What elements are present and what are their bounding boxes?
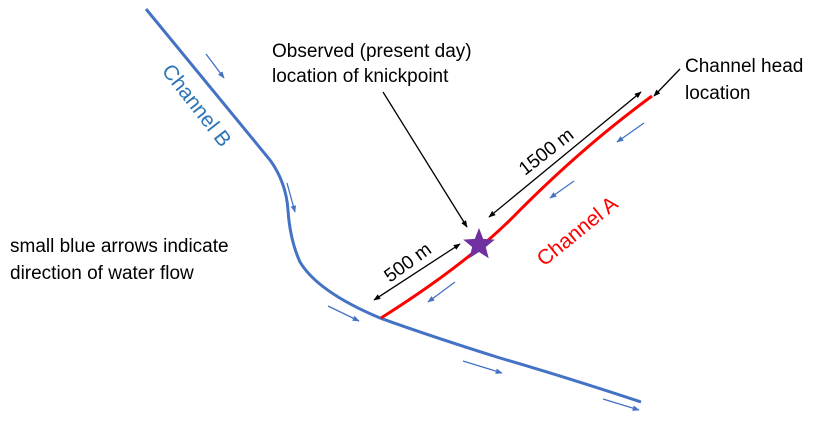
flow-arrow-icon bbox=[205, 53, 225, 79]
channel-head-label-line2: location bbox=[685, 83, 751, 104]
flow-arrow-icon bbox=[616, 122, 645, 143]
knickpoint-label-line1: Observed (present day) bbox=[272, 41, 472, 62]
channel-b-line bbox=[144, 8, 642, 404]
channel-head-label-line1: Channel head bbox=[685, 56, 803, 77]
distance-500m-label: 500 m bbox=[381, 239, 436, 287]
flow-arrow-icon bbox=[427, 281, 456, 303]
knickpoint-label-line2: location of knickpoint bbox=[272, 66, 449, 87]
distance-1500m-arrow bbox=[488, 91, 642, 218]
flow-arrow-icon bbox=[286, 182, 297, 213]
distance-500m-arrow bbox=[373, 243, 461, 301]
legend-label-line1: small blue arrows indicate bbox=[10, 236, 229, 257]
channel-head-callout-arrow bbox=[653, 68, 681, 97]
legend-label-line2: direction of water flow bbox=[10, 263, 194, 284]
flow-arrow-icon bbox=[602, 398, 640, 411]
flow-arrow-icon bbox=[462, 360, 503, 374]
flow-arrows bbox=[205, 53, 645, 411]
flow-arrow-icon bbox=[327, 305, 360, 322]
channel-a-label: Channel A bbox=[533, 192, 623, 271]
knickpoint-star-icon bbox=[463, 228, 495, 259]
flow-arrow-icon bbox=[549, 180, 575, 199]
knickpoint-callout-arrow bbox=[382, 91, 468, 228]
